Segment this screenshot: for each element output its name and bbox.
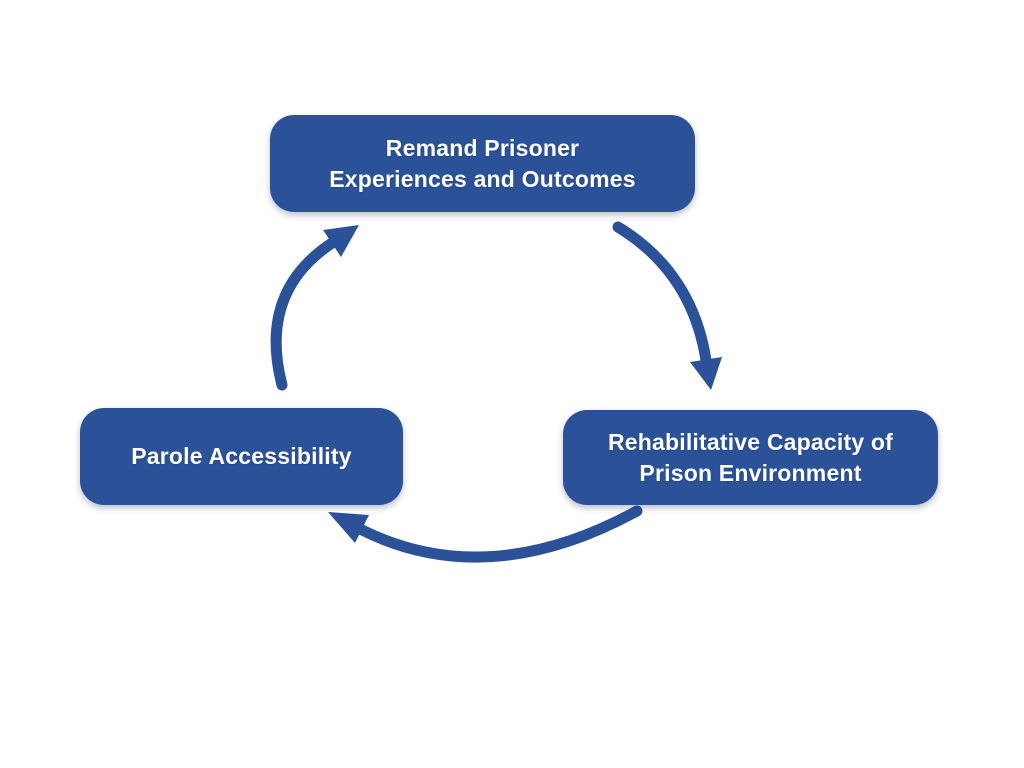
node-parole-accessibility: Parole Accessibility bbox=[80, 408, 403, 505]
arrowhead-up-left-icon bbox=[328, 512, 369, 543]
arrowhead-down-icon bbox=[690, 357, 722, 390]
arrow-remand-to-rehabilitative bbox=[612, 221, 722, 390]
node-label-line: Prison Environment bbox=[639, 459, 862, 486]
node-label-line: Experiences and Outcomes bbox=[329, 165, 636, 192]
node-remand-prisoner-experiences: Remand Prisoner Experiences and Outcomes bbox=[270, 115, 695, 212]
arrow-rehabilitative-to-parole bbox=[328, 505, 643, 563]
node-label-line: Parole Accessibility bbox=[131, 443, 352, 469]
arrow-curve bbox=[612, 221, 712, 366]
node-rehabilitative-capacity: Rehabilitative Capacity of Prison Enviro… bbox=[563, 410, 938, 505]
arrow-curve bbox=[354, 505, 643, 563]
node-label-line: Rehabilitative Capacity of bbox=[607, 428, 894, 455]
node-label-line: Remand Prisoner bbox=[385, 134, 580, 161]
arrow-parole-to-remand bbox=[270, 225, 359, 391]
arrowhead-up-right-icon bbox=[323, 225, 359, 257]
arrow-curve bbox=[270, 237, 338, 391]
